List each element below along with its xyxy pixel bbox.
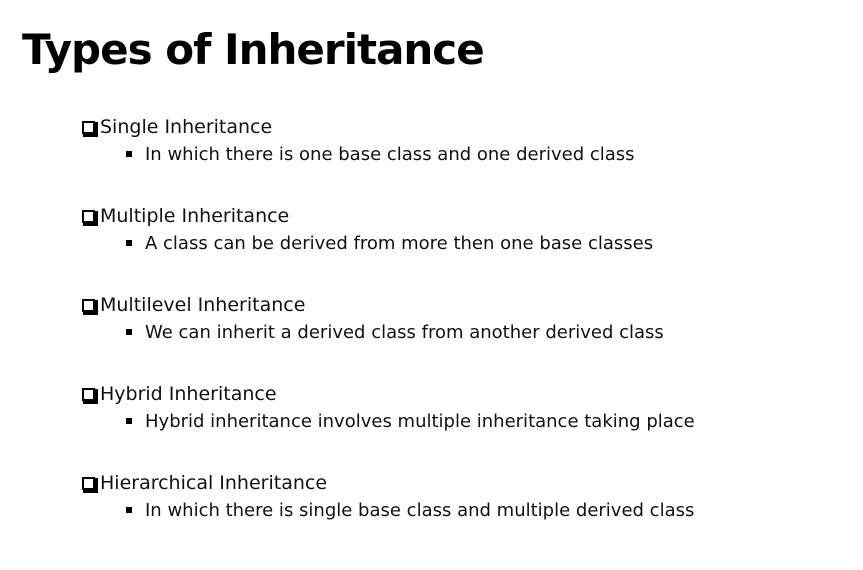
- list-item-heading-row: Hybrid Inheritance: [82, 381, 842, 407]
- list-item-detail-row: In which there is one base class and one…: [126, 140, 842, 168]
- list-item-detail-row: A class can be derived from more then on…: [126, 229, 842, 257]
- list-item-heading: Hierarchical Inheritance: [100, 472, 328, 494]
- checkbox-icon: [82, 298, 98, 315]
- checkbox-icon: [82, 209, 98, 226]
- slide-title: Types of Inheritance: [22, 25, 485, 74]
- list-item-heading-row: Multiple Inheritance: [82, 203, 842, 229]
- list-item-heading: Single Inheritance: [100, 116, 273, 138]
- list-item-detail-row: We can inherit a derived class from anot…: [126, 318, 842, 346]
- list-item-heading: Multilevel Inheritance: [100, 294, 306, 316]
- list-item-detail-row: Hybrid inheritance involves multiple inh…: [126, 407, 842, 435]
- square-bullet-icon: [126, 507, 132, 513]
- list-item-heading: Hybrid Inheritance: [100, 383, 277, 405]
- list-item-heading-row: Multilevel Inheritance: [82, 292, 842, 318]
- list-item: Single Inheritance In which there is one…: [82, 114, 842, 203]
- checkbox-icon: [82, 120, 98, 137]
- list-item: Hierarchical Inheritance In which there …: [82, 470, 842, 559]
- list-item: Multilevel Inheritance We can inherit a …: [82, 292, 842, 381]
- square-bullet-icon: [126, 329, 132, 335]
- list-item-detail: In which there is one base class and one…: [145, 143, 635, 165]
- list-item-detail: In which there is single base class and …: [145, 499, 695, 521]
- checkbox-icon: [82, 476, 98, 493]
- square-bullet-icon: [126, 151, 132, 157]
- list-item-heading-row: Hierarchical Inheritance: [82, 470, 842, 496]
- square-bullet-icon: [126, 240, 132, 246]
- checkbox-icon: [82, 387, 98, 404]
- list-item-detail: A class can be derived from more then on…: [145, 232, 654, 254]
- list-item-detail-row: In which there is single base class and …: [126, 496, 842, 524]
- square-bullet-icon: [126, 418, 132, 424]
- list-item-heading-row: Single Inheritance: [82, 114, 842, 140]
- list-item: Hybrid Inheritance Hybrid inheritance in…: [82, 381, 842, 470]
- list-item: Multiple Inheritance A class can be deri…: [82, 203, 842, 292]
- list-item-heading: Multiple Inheritance: [100, 205, 290, 227]
- list-item-detail: We can inherit a derived class from anot…: [145, 321, 664, 343]
- list-item-detail: Hybrid inheritance involves multiple inh…: [145, 410, 695, 432]
- inheritance-list: Single Inheritance In which there is one…: [82, 114, 842, 559]
